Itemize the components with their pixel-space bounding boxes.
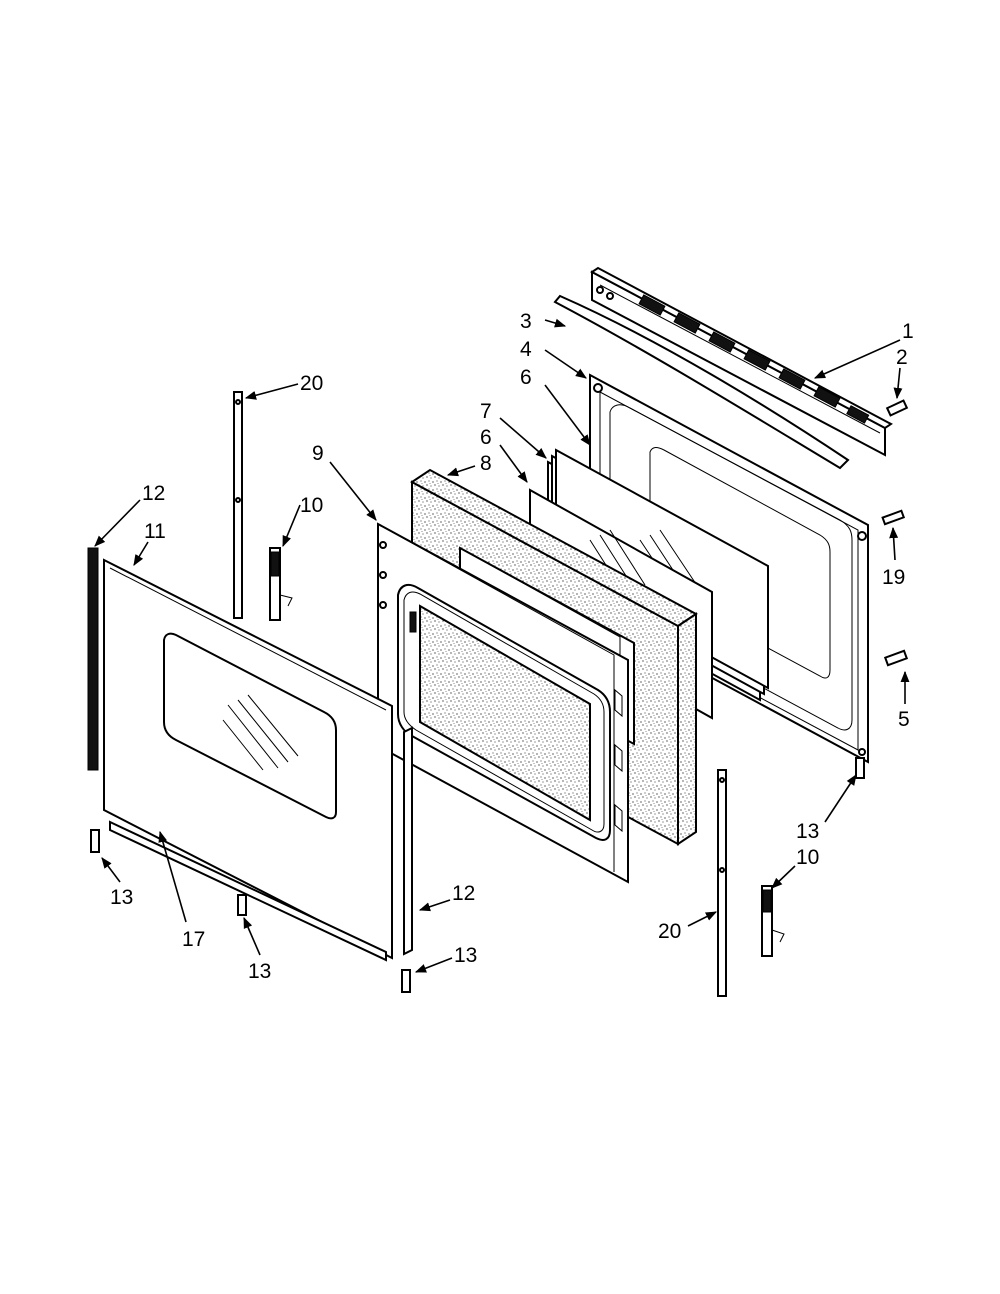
outer-door-glass-part bbox=[103, 558, 393, 960]
callout-10-right: 10 bbox=[796, 846, 819, 869]
callout-12-left: 12 bbox=[142, 482, 165, 505]
callout-8: 8 bbox=[480, 452, 492, 475]
callout-13-bottom: 13 bbox=[248, 960, 271, 983]
screw-part-5 bbox=[883, 649, 909, 667]
inner-door-liner-part bbox=[377, 522, 629, 884]
callout-13-back: 13 bbox=[796, 820, 819, 843]
callout-20-left: 20 bbox=[300, 372, 323, 395]
screw-part-19 bbox=[881, 509, 906, 526]
side-trim-right-part bbox=[403, 726, 413, 956]
callout-17: 17 bbox=[182, 928, 205, 951]
callout-13-right: 13 bbox=[454, 944, 477, 967]
door-handle-part bbox=[553, 294, 850, 470]
callout-labels: 1 2 3 4 6 7 6 8 9 10 10 11 12 12 13 13 1… bbox=[110, 310, 914, 983]
vent-trim-part bbox=[590, 266, 893, 457]
bottom-trim-part bbox=[109, 820, 387, 962]
callout-9: 9 bbox=[312, 442, 324, 465]
callout-1: 1 bbox=[902, 320, 914, 343]
callout-20-right: 20 bbox=[658, 920, 681, 943]
callout-3: 3 bbox=[520, 310, 532, 333]
callout-12-right: 12 bbox=[452, 882, 475, 905]
hinge-clip-right-part bbox=[761, 885, 785, 957]
callout-6-lower: 6 bbox=[480, 426, 492, 449]
callout-11: 11 bbox=[144, 520, 166, 543]
screw-part-13-back bbox=[855, 757, 865, 779]
hinge-bar-right-part bbox=[717, 769, 727, 997]
side-trim-left-part bbox=[87, 547, 99, 771]
callout-19: 19 bbox=[882, 566, 905, 589]
callout-2: 2 bbox=[896, 346, 908, 369]
callout-7: 7 bbox=[480, 400, 492, 423]
screw-part-2 bbox=[885, 399, 909, 417]
hinge-clip-left-part bbox=[269, 547, 293, 621]
screw-part-13-right bbox=[401, 969, 411, 993]
callout-10-left: 10 bbox=[300, 494, 323, 517]
callout-5: 5 bbox=[898, 708, 910, 731]
callout-13-left: 13 bbox=[110, 886, 133, 909]
leader-lines bbox=[94, 318, 910, 973]
callout-6-upper: 6 bbox=[520, 366, 532, 389]
screw-part-13-bottom bbox=[237, 894, 247, 916]
screw-part-13-left bbox=[90, 829, 100, 853]
hinge-bar-left-part bbox=[233, 391, 243, 619]
callout-4: 4 bbox=[520, 338, 532, 361]
